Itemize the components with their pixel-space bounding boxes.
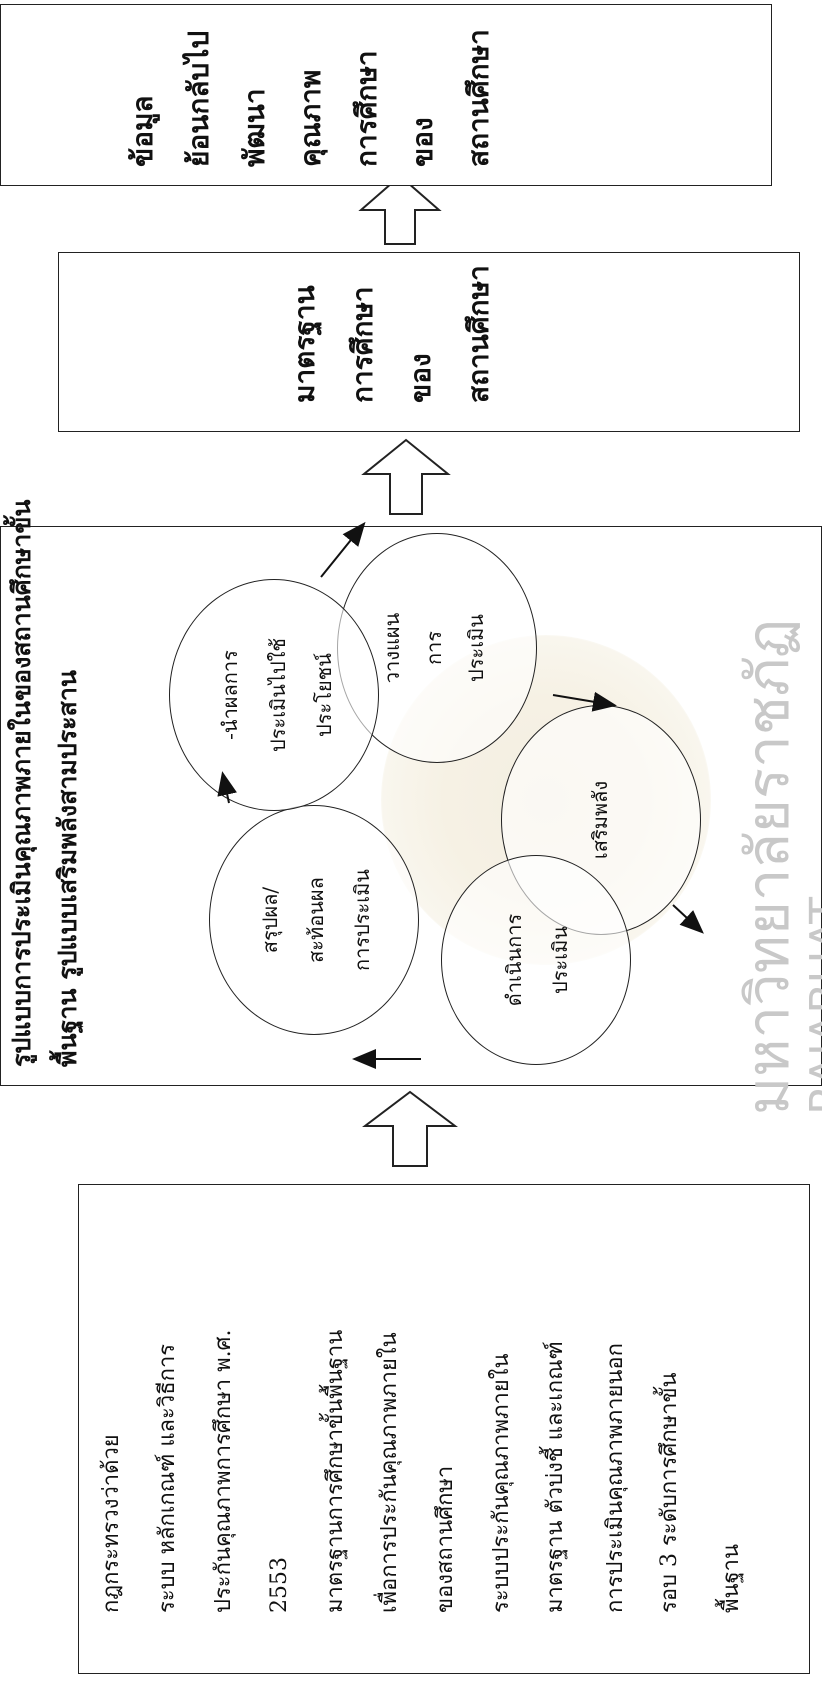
cycle-arrows	[217, 521, 704, 1069]
flow-arrow-1	[362, 1090, 458, 1167]
feedback-box: ข้อมูล ย้อนกลับไป พัฒนา คุณภาพ การศึกษาของ สถ…	[0, 4, 772, 186]
law-line-2: ระบบ หลักเกณฑ์ และวิธีการ	[155, 1343, 180, 1613]
feedback-line-6: ของ	[406, 117, 439, 167]
input-requirements-box: กฎกระทรวงว่าด้วย ระบบ หลักเกณฑ์ และวิธีก…	[78, 1184, 810, 1674]
law-line-3: ประกันคุณภาพการศึกษา พ.ศ.	[211, 1329, 236, 1613]
law-line-10: การประเมินคุณภาพภายนอก	[603, 1343, 628, 1613]
arrow-conclude-to-use	[217, 771, 237, 804]
arrow-plan-to-empower	[552, 691, 617, 712]
arrow-empower-to-implement	[672, 904, 704, 934]
feedback-line-5: การศึกษา	[350, 50, 383, 167]
law-line-9: มาตรฐาน ตัวบ่งชี้ และเกณฑ์	[543, 1341, 568, 1613]
law-line-11: รอบ 3 ระดับการศึกษาขั้น	[657, 1372, 682, 1613]
law-line-8: ระบบประกันคุณภาพภายใน	[489, 1353, 514, 1613]
law-line-4: 2553	[267, 1557, 292, 1613]
feedback-line-1: ข้อมูล	[126, 95, 159, 167]
law-line-1: กฎกระทรวงว่าด้วย	[99, 1434, 124, 1613]
feedback-line-7: สถานศึกษา	[462, 29, 495, 167]
law-line-12: พื้นฐาน	[719, 1543, 744, 1613]
arrow-use-to-plan	[320, 521, 366, 578]
standards-line-1: มาตรฐาน	[288, 285, 321, 403]
feedback-line-2: ย้อนกลับไป	[182, 30, 215, 167]
flow-arrow-3-shape	[358, 174, 442, 245]
watermark-english-text: RAJABHAT MAHASARAKHAM UNIVERSITY	[801, 896, 822, 1115]
standards-line-2: การศึกษา	[346, 286, 379, 403]
school-standards-box: มาตรฐาน การศึกษา ของ สถานศึกษา	[58, 252, 800, 432]
flow-arrow-2	[361, 438, 451, 515]
law-line-6: เพื่อการประกันคุณภาพภายใน	[377, 1332, 402, 1613]
model-box: รูปแบบการประเมินคุณภาพภายในของสถานศึกษาข…	[0, 499, 822, 1115]
standards-line-3: ของ	[404, 353, 437, 403]
law-line-7: ของสถานศึกษา	[433, 1465, 458, 1613]
feedback-line-4: คุณภาพ	[294, 69, 327, 167]
standards-line-4: สถานศึกษา	[462, 265, 495, 403]
law-line-5: มาตรฐานการศึกษาขั้นพื้นฐาน	[323, 1329, 348, 1613]
feedback-line-3: พัฒนา	[238, 88, 271, 167]
